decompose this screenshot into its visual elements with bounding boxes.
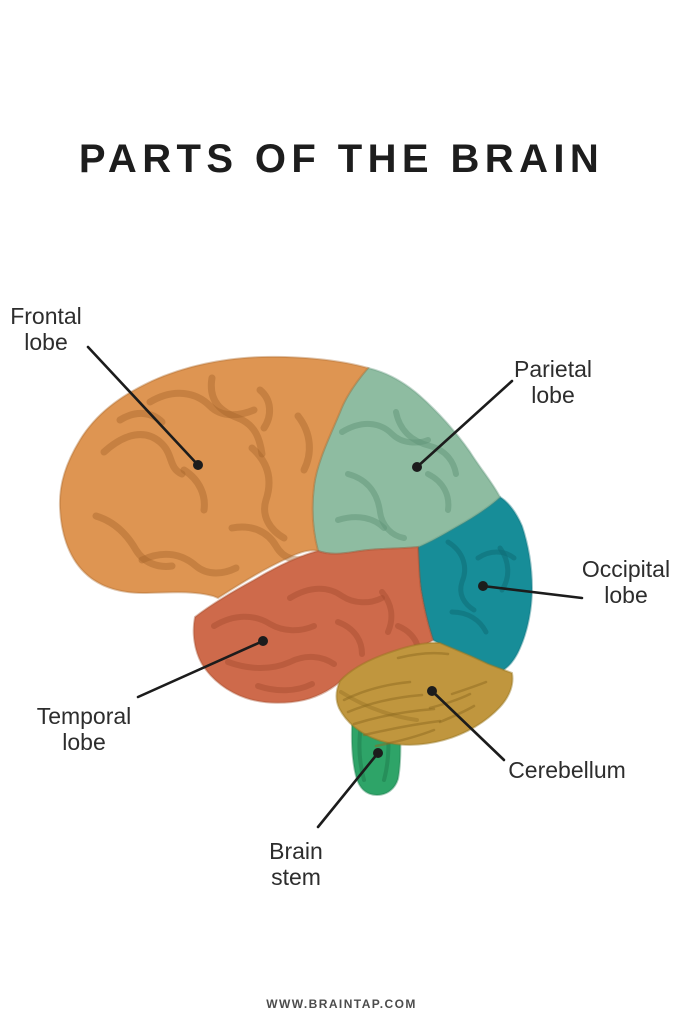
frontal-lobe-label-line1: Frontal <box>10 303 82 329</box>
cerebellum-label-line1: Cerebellum <box>508 757 626 783</box>
brain-stem-leader-line <box>316 751 380 829</box>
leader-occipital <box>478 581 584 600</box>
cerebellum-shape <box>335 641 514 746</box>
leader-brain-stem <box>316 748 383 829</box>
brain-stem-label: Brain stem <box>248 838 344 890</box>
frontal-lobe-label: Frontal lobe <box>0 303 92 355</box>
brain-stem-label-line2: stem <box>271 864 321 890</box>
cerebellum-leader-line <box>430 689 506 762</box>
parietal-lobe-label-line2: lobe <box>531 382 575 408</box>
temporal-lobe-label-line1: Temporal <box>36 703 132 729</box>
parietal-lobe-label: Parietal lobe <box>503 356 603 408</box>
temporal-pointer-dot <box>258 636 268 646</box>
occipital-gyri-texture <box>445 539 517 635</box>
parietal-pointer-dot <box>412 462 422 472</box>
temporal-lobe-label: Temporal lobe <box>32 703 136 755</box>
cerebellum-label: Cerebellum <box>506 757 628 783</box>
parietal-gyri-texture <box>335 409 459 541</box>
occipital-lobe-label-line2: lobe <box>604 582 648 608</box>
leader-parietal <box>412 379 514 472</box>
frontal-lobe-label-line2: lobe <box>24 329 68 355</box>
frontal-lobe-shape <box>58 355 370 600</box>
parietal-lobe-label-line1: Parietal <box>514 356 592 382</box>
brain-stem-pointer-dot <box>373 748 383 758</box>
temporal-lobe-label-line2: lobe <box>62 729 106 755</box>
temporal-lobe-shape <box>192 545 435 704</box>
occipital-leader-line <box>481 584 584 600</box>
frontal-leader-line <box>86 345 200 467</box>
leader-frontal <box>86 345 203 470</box>
leader-cerebellum <box>427 686 506 762</box>
frontal-gyri-texture <box>92 374 313 577</box>
leader-temporal <box>136 636 268 699</box>
occipital-pointer-dot <box>478 581 488 591</box>
page-title: PARTS OF THE BRAIN <box>78 137 605 181</box>
parietal-leader-line <box>415 379 514 469</box>
occipital-lobe-label-line1: Occipital <box>581 556 671 582</box>
occipital-lobe-label: Occipital lobe <box>572 556 680 608</box>
temporal-gyri-texture <box>211 585 421 694</box>
brain-stem-label-line1: Brain <box>269 838 323 864</box>
cerebellum-pointer-dot <box>427 686 437 696</box>
temporal-leader-line <box>136 639 265 699</box>
frontal-pointer-dot <box>193 460 203 470</box>
website-url: WWW.BRAINTAP.COM <box>266 997 417 1011</box>
cerebellum-folia-texture <box>339 651 488 748</box>
